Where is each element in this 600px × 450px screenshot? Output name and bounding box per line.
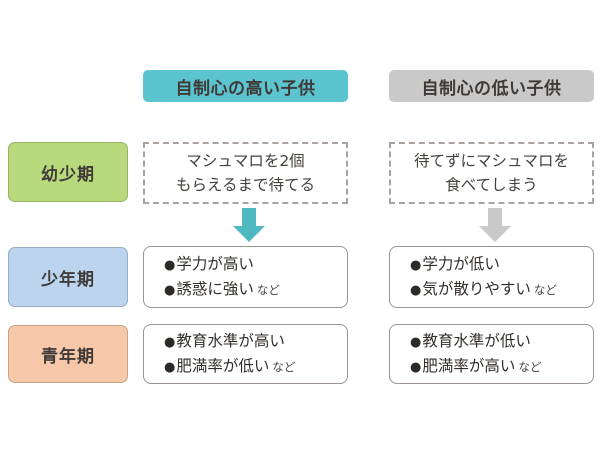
bullet-dot-icon: ●	[410, 258, 422, 274]
bullet-dot-icon: ●	[164, 258, 176, 274]
bullet-item: ● 学力が高い	[164, 252, 347, 277]
bullet-suffix: など	[518, 360, 542, 374]
stage-label-text: 幼少期	[41, 164, 95, 185]
bullet-text: 肥満率が高い	[422, 357, 516, 375]
bullet-dot-icon: ●	[164, 283, 176, 298]
stage-label-boyhood: 少年期	[8, 247, 128, 307]
bullet-suffix: など	[272, 360, 296, 374]
bullet-text: 学力が高い	[176, 255, 254, 274]
bullet-item: ● 教育水準が低い	[410, 329, 593, 354]
bullet-item: ● 教育水準が高い	[164, 329, 347, 354]
bullet-dot-icon: ●	[164, 360, 176, 375]
bullet-item: ● 肥満率が低い など	[164, 354, 347, 379]
bullet-text: 教育水準が低い	[422, 332, 531, 351]
stage-label-adolescence: 青年期	[8, 325, 128, 383]
bullet-dot-icon: ●	[410, 335, 422, 351]
column-header-high-label: 自制心の高い子供	[175, 78, 316, 99]
bullet-item: ● 学力が低い	[410, 252, 593, 277]
cell-line: 食べてしまう	[445, 176, 538, 194]
column-header-low-label: 自制心の低い子供	[421, 78, 562, 99]
cell-line: マシュマロを2個	[186, 151, 305, 170]
down-arrow-icon-high	[232, 208, 266, 242]
cell-low-early-childhood: 待てずにマシュマロを 食べてしまう	[389, 142, 594, 204]
column-header-high-self-control: 自制心の高い子供	[143, 70, 348, 102]
bullet-dot-icon: ●	[410, 360, 422, 375]
cell-line: 待てずにマシュマロを	[413, 151, 569, 170]
cell-low-boyhood: ● 学力が低い ● 気が散りやすい など	[389, 246, 594, 308]
stage-label-early-childhood: 幼少期	[8, 142, 128, 202]
cell-high-early-childhood: マシュマロを2個 もらえるまで待てる	[143, 142, 348, 204]
bullet-text: 学力が低い	[422, 255, 500, 274]
cell-high-adolescence: ● 教育水準が高い ● 肥満率が低い など	[143, 324, 348, 384]
column-header-low-self-control: 自制心の低い子供	[389, 70, 594, 102]
bullet-text: 気が散りやすい	[422, 280, 531, 298]
cell-low-adolescence: ● 教育水準が低い ● 肥満率が高い など	[389, 324, 594, 384]
down-arrow-icon-low	[478, 208, 512, 242]
bullet-item: ● 誘惑に強い など	[164, 277, 347, 302]
bullet-text: 誘惑に強い	[176, 280, 254, 298]
bullet-text: 肥満率が低い	[176, 357, 270, 375]
stage-label-text: 少年期	[41, 269, 95, 290]
bullet-dot-icon: ●	[410, 283, 422, 298]
bullet-item: ● 気が散りやすい など	[410, 277, 593, 302]
cell-line: もらえるまで待てる	[175, 176, 316, 194]
bullet-suffix: など	[256, 283, 280, 297]
cell-high-boyhood: ● 学力が高い ● 誘惑に強い など	[143, 246, 348, 308]
bullet-suffix: など	[533, 283, 557, 297]
bullet-item: ● 肥満率が高い など	[410, 354, 593, 379]
bullet-text: 教育水準が高い	[176, 332, 285, 351]
stage-label-text: 青年期	[41, 346, 95, 367]
bullet-dot-icon: ●	[164, 335, 176, 351]
